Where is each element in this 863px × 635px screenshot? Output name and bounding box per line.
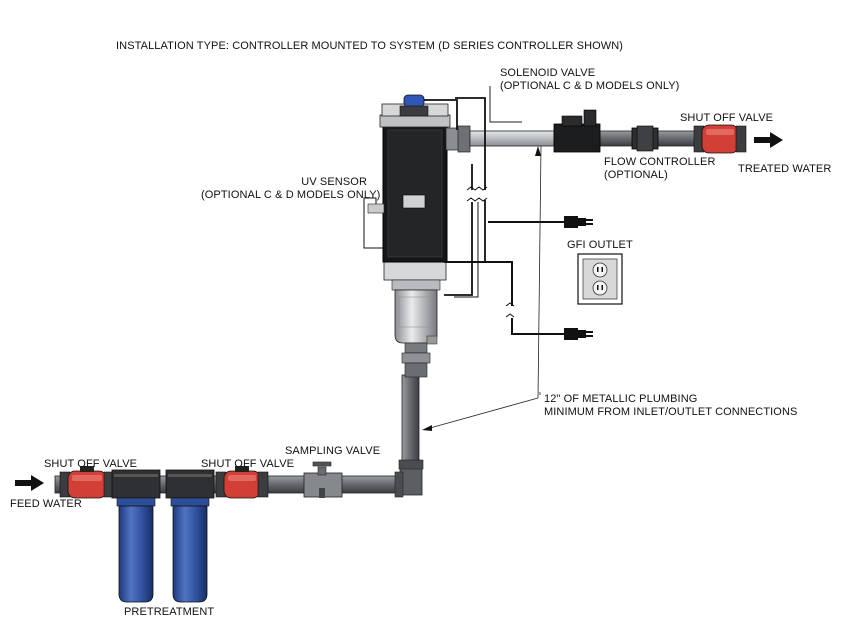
uv-controller-body [379,94,451,263]
flow-controller-label: FLOW CONTROLLER (OPTIONAL) [604,156,716,182]
power-plug-lower [564,328,593,340]
solenoid-label-line2: (OPTIONAL C & D MODELS ONLY) [500,80,680,92]
uv-label-line1: UV SENSOR [301,176,367,188]
leader-arrowhead-upper [535,146,541,156]
diagram-title: INSTALLATION TYPE: CONTROLLER MOUNTED TO… [116,40,624,52]
feed-water-arrow [15,475,44,491]
leader-arrowhead-lower [422,425,432,431]
flow-label-line2: (OPTIONAL) [604,169,668,181]
middle-shutoff-valve[interactable] [215,466,269,499]
solenoid-label-line1: SOLENOID VALVE [500,67,596,79]
treated-water-label: TREATED WATER [738,163,832,175]
pretreatment-filter-1 [111,469,161,603]
plumbing-label-line2: MINIMUM FROM INLET/OUTLET CONNECTIONS [544,406,798,418]
sampling-valve[interactable] [303,461,343,498]
uv-system-lower-housing [383,251,447,378]
plumbing-label-line1: 12" OF METALLIC PLUMBING [544,393,698,405]
outlet-shutoff-label: SHUT OFF VALVE [680,112,774,124]
flow-label-line1: FLOW CONTROLLER [604,156,716,168]
uv-sensor-label: UV SENSOR (OPTIONAL C & D MODELS ONLY) [201,176,381,202]
control-wiring [424,97,486,298]
gfi-outlet-label: GFI OUTLET [567,239,633,251]
flow-controller [631,125,659,152]
metallic-plumbing-label: 12" OF METALLIC PLUMBING MINIMUM FROM IN… [544,393,797,419]
power-cords [444,216,593,340]
middle-shutoff-label: SHUT OFF VALVE [201,458,295,470]
pretreatment-label: PRETREATMENT [124,606,215,618]
treated-water-arrow [754,132,783,148]
solenoid-valve [553,109,601,153]
uv-label-line2: (OPTIONAL C & D MODELS ONLY) [201,189,381,201]
outlet-shutoff-valve[interactable] [693,124,747,154]
pretreatment-filter-2 [165,469,215,603]
uv-sensor [363,197,385,249]
leader-lines [429,86,542,429]
inlet-shutoff-valve[interactable] [59,466,115,499]
solenoid-valve-label: SOLENOID VALVE (OPTIONAL C & D MODELS ON… [500,67,679,93]
feed-water-label: FEED WATER [10,498,82,510]
inlet-shutoff-label: SHUT OFF VALVE [44,458,138,470]
power-plug-upper [564,216,593,228]
sampling-valve-label: SAMPLING VALVE [285,445,381,457]
uv-outlet-fitting [445,125,471,153]
gfi-outlet-icon [577,253,623,305]
